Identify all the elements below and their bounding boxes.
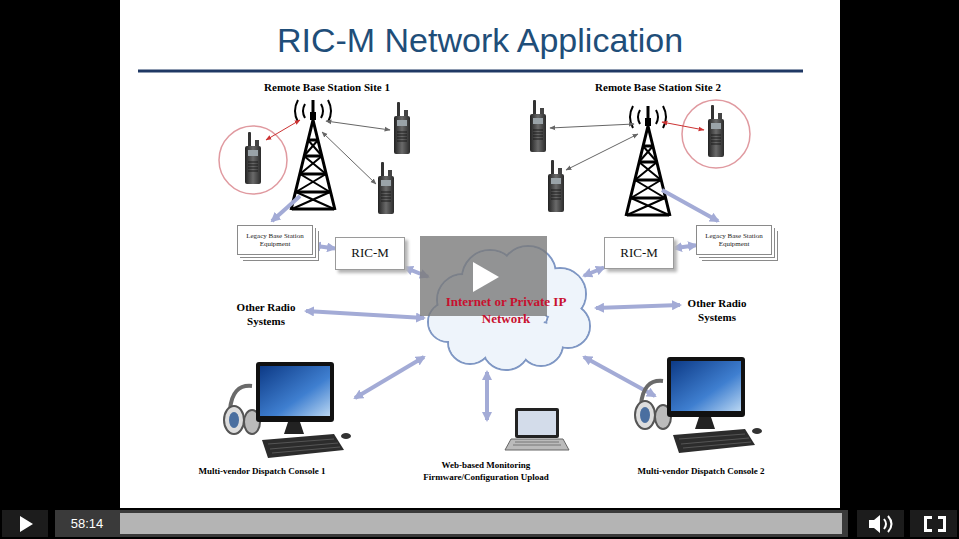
site-1-illustration: [219, 100, 410, 221]
site-1-illustration: [326, 121, 390, 130]
laptop: [513, 442, 561, 445]
site-label: Remote Base Station Site 2: [558, 80, 758, 94]
site-2-illustration: [550, 124, 634, 128]
player-controls: [884, 516, 892, 532]
link-arrow: [584, 267, 604, 275]
link-arrow: [674, 245, 696, 248]
node-text: RIC-M: [620, 246, 658, 260]
site-2-illustration: [682, 100, 750, 168]
player-controls: [0, 508, 959, 539]
console-label: Multi-vendor Dispatch Console 1: [162, 465, 362, 477]
site-1-illustration: [245, 132, 261, 184]
player-controls: [910, 510, 957, 537]
title-rule: [138, 70, 803, 73]
console-label: Multi-vendor Dispatch Console 2: [601, 465, 801, 477]
player-controls: [924, 516, 946, 532]
site-label: Remote Base Station Site 1: [227, 80, 427, 94]
player-controls: [2, 510, 48, 537]
site-2-illustration: [662, 190, 718, 221]
laptop: [518, 411, 556, 435]
elapsed-time: 58:14: [59, 517, 115, 530]
slide-title: RIC-M Network Application: [120, 22, 840, 59]
player-controls: [55, 510, 848, 537]
play-overlay: [473, 262, 499, 292]
site-2-illustration: [548, 160, 564, 212]
player-controls: [857, 510, 904, 537]
node-text: Internet or Private IP Network: [443, 294, 569, 328]
site-1-illustration: [219, 126, 287, 194]
player-controls: [0, 508, 959, 539]
network-arrows: [596, 305, 680, 308]
equipment-box: Legacy Base Station Equipment: [237, 225, 313, 255]
node-text: Legacy Base Station Equipment: [701, 232, 767, 248]
site-1-illustration: [272, 196, 300, 221]
ric-m-box: RIC-M: [335, 237, 405, 270]
player-controls: [20, 516, 33, 532]
laptop: [505, 408, 569, 450]
laptop: [505, 439, 569, 450]
node-text: Legacy Base Station Equipment: [242, 232, 308, 248]
site-1-illustration: [322, 132, 376, 184]
system-label: Other Radio Systems: [225, 300, 307, 329]
slide: [120, 0, 840, 508]
dispatch-console: [224, 362, 351, 458]
laptop: [515, 408, 559, 438]
equipment-box: Legacy Base Station Equipment: [696, 225, 772, 255]
link-arrow: [313, 245, 335, 248]
network-arrows: [485, 372, 489, 420]
ric-m-box: RIC-M: [604, 237, 674, 269]
site-1-illustration: [394, 102, 410, 154]
node-text: RIC-M: [351, 246, 389, 260]
network-arrows: [306, 311, 424, 318]
site-1-illustration: [378, 162, 394, 214]
dispatch-console: [635, 357, 762, 453]
network-cloud: Internet or Private IP Network: [428, 250, 584, 366]
site-2-illustration: [530, 100, 750, 221]
site-1-illustration: [266, 120, 300, 140]
system-label: Other Radio Systems: [676, 296, 758, 325]
site-2-illustration: [708, 105, 724, 157]
monitoring-label: Web-based Monitoring Firmware/Configurat…: [406, 459, 566, 483]
player-controls: [120, 513, 842, 534]
site-1-illustration: [291, 100, 335, 210]
site-2-illustration: [662, 122, 704, 130]
site-2-illustration: [530, 100, 546, 152]
site-2-illustration: [566, 134, 638, 170]
network-arrows: [355, 357, 424, 398]
player-controls: [869, 515, 880, 533]
